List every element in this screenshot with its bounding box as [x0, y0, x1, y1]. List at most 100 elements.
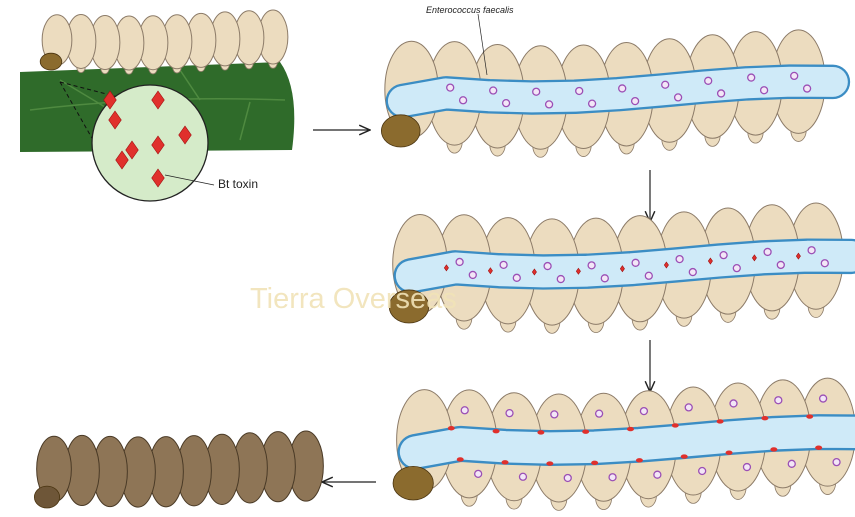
bacterium: [512, 273, 521, 282]
bacterium: [446, 83, 455, 92]
toxin-label: Bt toxin: [218, 177, 259, 191]
toxin-crystal: [443, 264, 449, 272]
toxin-crystal: [178, 125, 192, 145]
bacterium: [661, 80, 670, 89]
toxin-pore: [492, 428, 500, 434]
watermark: Tierra Overseas: [250, 283, 457, 315]
bacterium: [608, 473, 617, 482]
toxin-pore: [591, 460, 599, 466]
bacterium: [653, 470, 662, 479]
bacterium: [499, 260, 508, 270]
toxin-pore: [815, 445, 823, 450]
gut: [387, 66, 848, 116]
bacteria-label: Enterococcus faecalis: [426, 5, 514, 15]
bacterium: [550, 410, 559, 419]
toxin-crystal: [125, 140, 139, 160]
bacterium: [759, 86, 769, 95]
bacterium: [575, 86, 584, 96]
bacterium: [732, 263, 741, 273]
bacterium: [688, 267, 697, 277]
bacterium: [505, 409, 514, 418]
toxin-pore: [761, 416, 769, 421]
bacterium: [587, 99, 597, 108]
bacterium: [544, 100, 554, 109]
toxin-pore: [582, 429, 590, 434]
toxin-pore: [546, 461, 554, 466]
bacterium: [631, 258, 640, 267]
toxin-pore: [680, 454, 688, 459]
toxin-crystal: [575, 267, 581, 275]
toxin-crystal: [108, 110, 122, 130]
caterpillar-on-leaf: [39, 9, 289, 75]
bacterium: [675, 254, 684, 264]
toxin-pore: [671, 423, 679, 428]
toxin-crystal: [707, 257, 713, 265]
bacterium: [468, 270, 477, 280]
bacterium: [776, 260, 785, 270]
bacterium: [556, 274, 565, 284]
bacterium: [532, 87, 541, 96]
bacterium: [587, 261, 596, 270]
bacterium: [618, 84, 627, 93]
toxin-crystal: [619, 265, 625, 273]
bacterium: [698, 466, 707, 476]
head: [380, 114, 421, 148]
bacterium: [460, 406, 469, 415]
bacterium: [832, 457, 841, 467]
bacterium: [501, 99, 511, 108]
toxin-pore: [537, 430, 545, 435]
bacterium: [802, 84, 812, 93]
bacterium: [790, 71, 799, 81]
bacterium: [818, 394, 828, 403]
head: [34, 485, 61, 509]
toxin-crystal: [115, 150, 129, 170]
label-pointer: [477, 13, 488, 76]
toxin-pore: [725, 450, 733, 455]
bacterium: [716, 89, 726, 98]
bacterium: [747, 73, 756, 82]
gut: [395, 240, 855, 292]
toxin-pore: [770, 447, 778, 452]
bacterium: [474, 469, 483, 479]
gut: [399, 416, 855, 468]
bacterium: [639, 406, 649, 416]
toxin-crystal: [751, 254, 757, 262]
head: [392, 466, 434, 501]
bacterium: [600, 274, 609, 283]
head: [39, 52, 63, 71]
bacterium: [787, 459, 796, 468]
toxin-crystal: [663, 261, 669, 269]
bacterium: [729, 399, 738, 408]
bacterium: [719, 251, 728, 260]
bacterium: [630, 96, 640, 106]
dead-caterpillar: [34, 430, 324, 509]
toxin-crystal: [487, 267, 493, 275]
bacterium: [742, 462, 752, 472]
caterpillar-stage-1: [380, 29, 851, 158]
bacterium: [684, 403, 693, 412]
bacterium: [673, 93, 683, 102]
bacterium: [644, 271, 653, 280]
toxin-pore: [806, 414, 814, 419]
toxin-pore: [456, 457, 464, 462]
toxin-crystal: [151, 168, 165, 188]
toxin-crystal: [151, 90, 165, 110]
bacterium: [594, 409, 604, 418]
bacterium: [820, 259, 829, 268]
bacterium: [763, 247, 772, 257]
bacterium: [543, 261, 552, 271]
toxin-pore: [635, 458, 643, 463]
bacterium: [807, 246, 816, 255]
caterpillar-stage-2: [388, 202, 855, 334]
toxin-crystal: [795, 252, 801, 260]
bacterium: [489, 86, 498, 95]
bacterium: [518, 472, 528, 481]
magnifier-lens: [59, 81, 215, 202]
toxin-pore: [501, 460, 509, 465]
toxin-pore: [447, 426, 455, 431]
toxin-crystal: [151, 135, 165, 155]
bacterium: [458, 96, 468, 105]
bacterium: [563, 473, 572, 483]
toxin-pore: [716, 419, 724, 424]
